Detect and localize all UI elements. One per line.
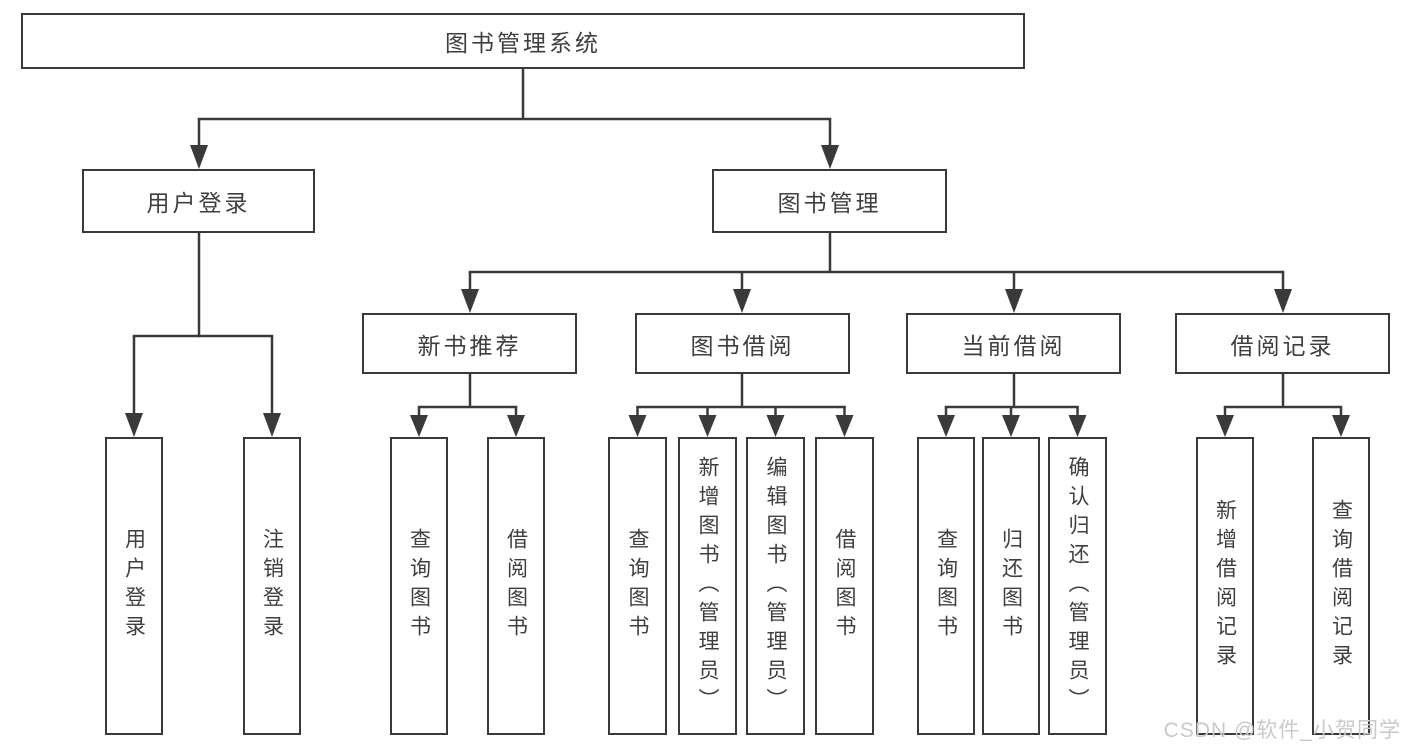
node-add-book-admin: 新增图书（管理员）	[678, 437, 737, 735]
arrow-icon	[698, 415, 717, 437]
arrow-icon	[507, 415, 525, 437]
arrow-icon	[821, 145, 839, 169]
node-return-book: 归还图书	[982, 437, 1040, 735]
node-query-books-recommend: 查询图书	[390, 437, 448, 735]
arrowheads-group	[125, 145, 1350, 437]
node-query-books-current: 查询图书	[917, 437, 975, 735]
arrow-icon	[1005, 289, 1023, 313]
node-add-borrow-record: 新增借阅记录	[1196, 437, 1254, 735]
arrow-icon	[263, 413, 281, 437]
arrow-icon	[1274, 289, 1292, 313]
arrow-icon	[766, 415, 785, 437]
node-borrowing-records: 借阅记录	[1175, 313, 1390, 374]
node-user-login-module: 用户登录	[82, 169, 315, 233]
node-confirm-return-admin: 确认归还（管理员）	[1048, 437, 1107, 735]
arrow-icon	[1332, 415, 1350, 437]
arrow-icon	[1216, 415, 1234, 437]
node-borrow-books-recommend: 借阅图书	[487, 437, 545, 735]
arrow-icon	[835, 415, 854, 437]
node-current-borrowing: 当前借阅	[906, 313, 1121, 374]
node-library-management-system: 图书管理系统	[21, 13, 1025, 69]
arrow-icon	[410, 415, 428, 437]
arrow-icon	[628, 415, 647, 437]
node-book-management-module: 图书管理	[712, 169, 947, 233]
node-borrow-books-leaf: 借阅图书	[815, 437, 874, 735]
node-book-borrowing: 图书借阅	[635, 313, 850, 374]
arrow-icon	[1002, 415, 1020, 437]
node-user-login-leaf: 用户登录	[105, 437, 163, 735]
node-query-borrow-record: 查询借阅记录	[1312, 437, 1370, 735]
arrow-icon	[125, 413, 143, 437]
arrow-icon	[937, 415, 955, 437]
node-edit-book-admin: 编辑图书（管理员）	[746, 437, 805, 735]
watermark-csdn: CSDN @软件_小贺同学	[1163, 719, 1401, 742]
node-logout: 注销登录	[243, 437, 301, 735]
node-new-book-recommend: 新书推荐	[362, 313, 577, 374]
node-query-books-borrow: 查询图书	[608, 437, 667, 735]
arrow-icon	[1068, 415, 1087, 437]
arrow-icon	[461, 289, 479, 313]
arrow-icon	[733, 289, 751, 313]
arrow-icon	[190, 145, 208, 169]
